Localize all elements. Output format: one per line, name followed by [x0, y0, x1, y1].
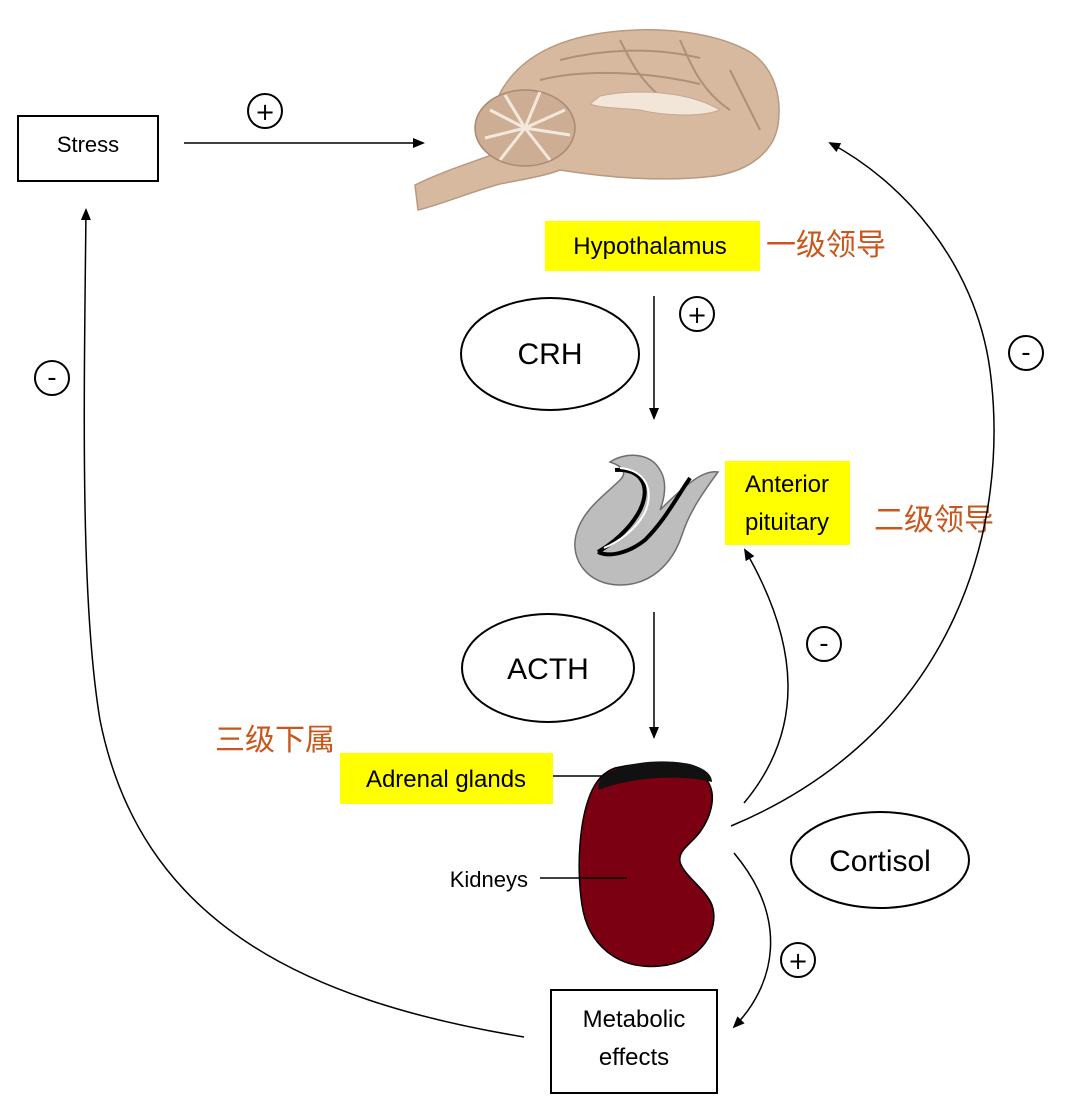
- cortisol-to-pituitary-feedback-arrow: [743, 548, 789, 804]
- stress-label: Stress: [57, 132, 119, 157]
- acth-label: ACTH: [507, 653, 589, 686]
- metabolic-effects-box: [550, 989, 718, 1094]
- crh-label: CRH: [518, 338, 583, 371]
- plus-sign-stress: [247, 93, 283, 129]
- acth-ellipse: [461, 613, 635, 723]
- metabolic-to-stress-feedback-arrow: [80, 208, 525, 1038]
- plus-sign-stress-text: +: [255, 98, 275, 126]
- level-2-annotation: 二级领导: [874, 503, 994, 538]
- plus-sign-metabolic-text: +: [788, 947, 808, 975]
- adrenal-glands-label: Adrenal glands: [366, 766, 526, 793]
- minus-sign-stress-text: -: [47, 363, 56, 393]
- metabolic-effects-label-line1: Metabolic: [583, 1006, 686, 1033]
- minus-sign-brain: [1008, 335, 1044, 371]
- minus-sign-stress: [34, 360, 70, 396]
- anterior-pituitary-label-line1: Anterior: [745, 471, 829, 498]
- level-1-annotation: 一级领导: [766, 228, 886, 263]
- plus-sign-crh: [679, 296, 715, 332]
- brain-illustration: [414, 29, 780, 211]
- anterior-pituitary-label-line2: pituitary: [745, 509, 829, 536]
- hypothalamus-highlight: [545, 221, 760, 271]
- plus-sign-metabolic: [780, 942, 816, 978]
- minus-sign-brain-text: -: [1021, 338, 1030, 368]
- plus-sign-crh-text: +: [687, 301, 707, 329]
- kidney-illustration: [578, 761, 715, 968]
- adrenal-glands-highlight: [340, 753, 553, 804]
- minus-sign-pituitary: [806, 626, 842, 662]
- minus-sign-pituitary-text: -: [819, 629, 828, 659]
- cortisol-ellipse: [790, 811, 970, 909]
- cortisol-to-metabolic-arrow: [732, 852, 772, 1029]
- kidneys-label: Kidneys: [450, 867, 528, 892]
- stress-box: [17, 115, 159, 182]
- metabolic-effects-label-line2: effects: [599, 1044, 669, 1071]
- cortisol-to-brain-feedback-arrow: [730, 142, 995, 827]
- level-3-annotation: 三级下属: [215, 723, 335, 758]
- crh-ellipse: [460, 297, 640, 411]
- pituitary-illustration: [574, 454, 720, 586]
- anterior-pituitary-highlight: [725, 461, 850, 545]
- hypothalamus-label: Hypothalamus: [573, 233, 726, 260]
- cortisol-label: Cortisol: [829, 845, 931, 878]
